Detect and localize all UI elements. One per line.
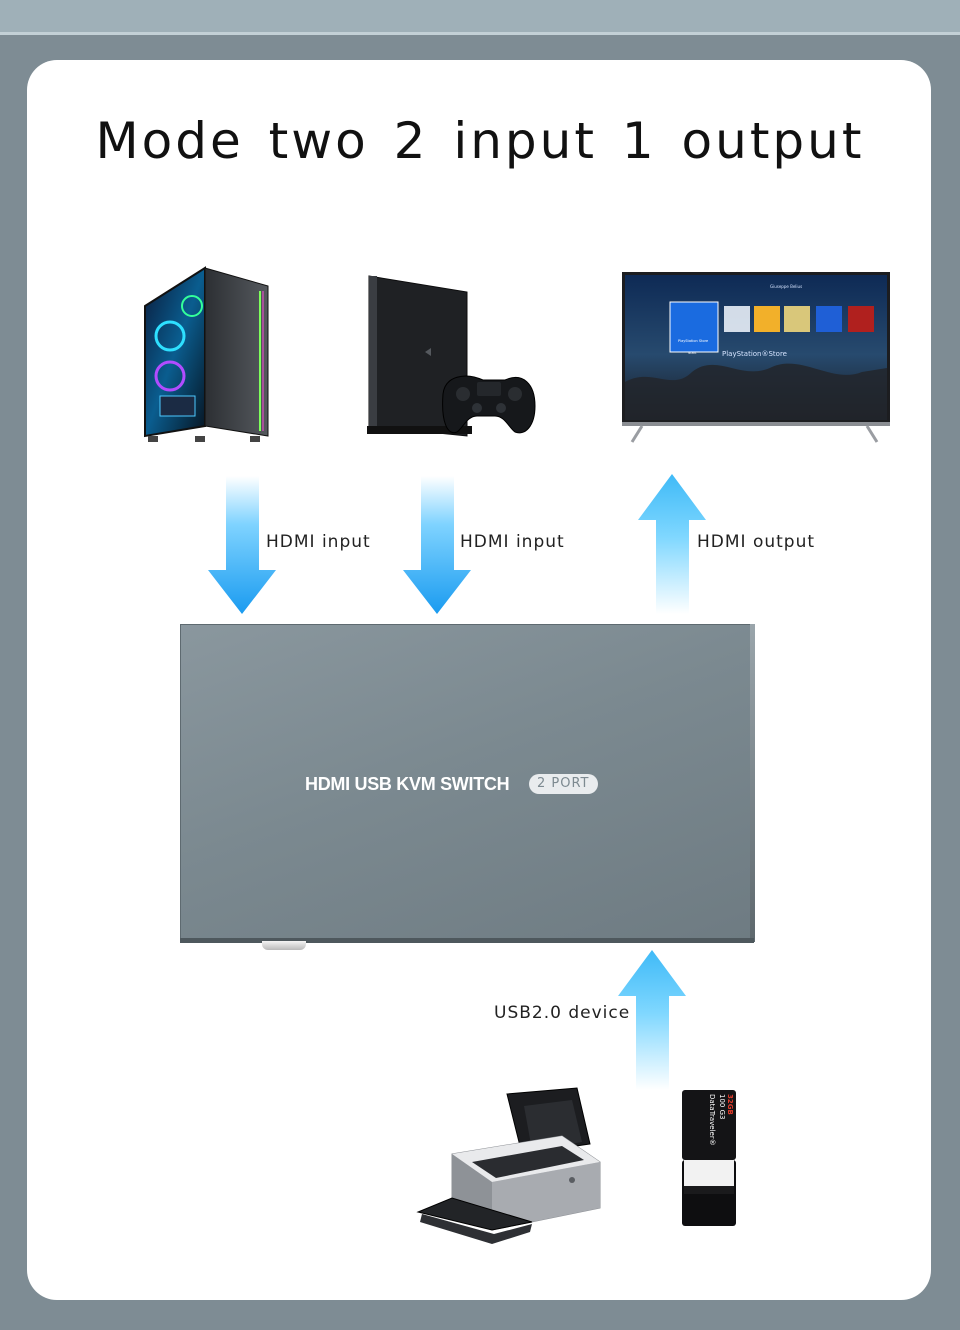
switch-foot: [262, 941, 306, 950]
tv-image: PlayStation®Store Giuseppe Belius PlaySt…: [622, 272, 890, 443]
switch-edge: [180, 938, 754, 943]
usb-arrow: [618, 950, 686, 1090]
game-console-image: [367, 275, 536, 437]
usb-model-line2: 100 G3: [718, 1094, 726, 1119]
usb-capacity: 32GB: [726, 1094, 734, 1115]
usb-stick-image: DataTraveler® 100 G3 32GB: [682, 1090, 736, 1226]
hdmi-output-arrow: [638, 474, 706, 614]
usb-model-line1: DataTraveler®: [708, 1094, 716, 1146]
switch-brand-text: HDMI USB KVM SWITCH: [305, 774, 510, 794]
tv-user-name: Giuseppe Belius: [770, 284, 802, 289]
tv-store-label: PlayStation®Store: [722, 350, 787, 358]
hdmi-input-label-2: HDMI input: [460, 532, 565, 552]
hdmi-input-label-1: HDMI input: [266, 532, 371, 552]
tv-store-caption: PlayStation Store: [678, 339, 708, 343]
port-badge: 2 PORT: [529, 774, 598, 794]
tv-start-label: Start: [688, 351, 697, 355]
top-divider: [0, 32, 960, 35]
page-title: Mode two 2 input 1 output: [95, 112, 865, 170]
hdmi-output-label: HDMI output: [697, 532, 816, 552]
kvm-switch-device: [180, 624, 754, 942]
switch-edge: [750, 624, 755, 942]
top-strip: [0, 0, 960, 32]
hdmi-input-arrow-1: [208, 476, 276, 614]
printer-image: [416, 1087, 601, 1244]
pc-tower-image: [144, 266, 269, 442]
hdmi-input-arrow-2: [403, 476, 471, 614]
usb-device-label: USB2.0 device: [494, 1003, 631, 1023]
